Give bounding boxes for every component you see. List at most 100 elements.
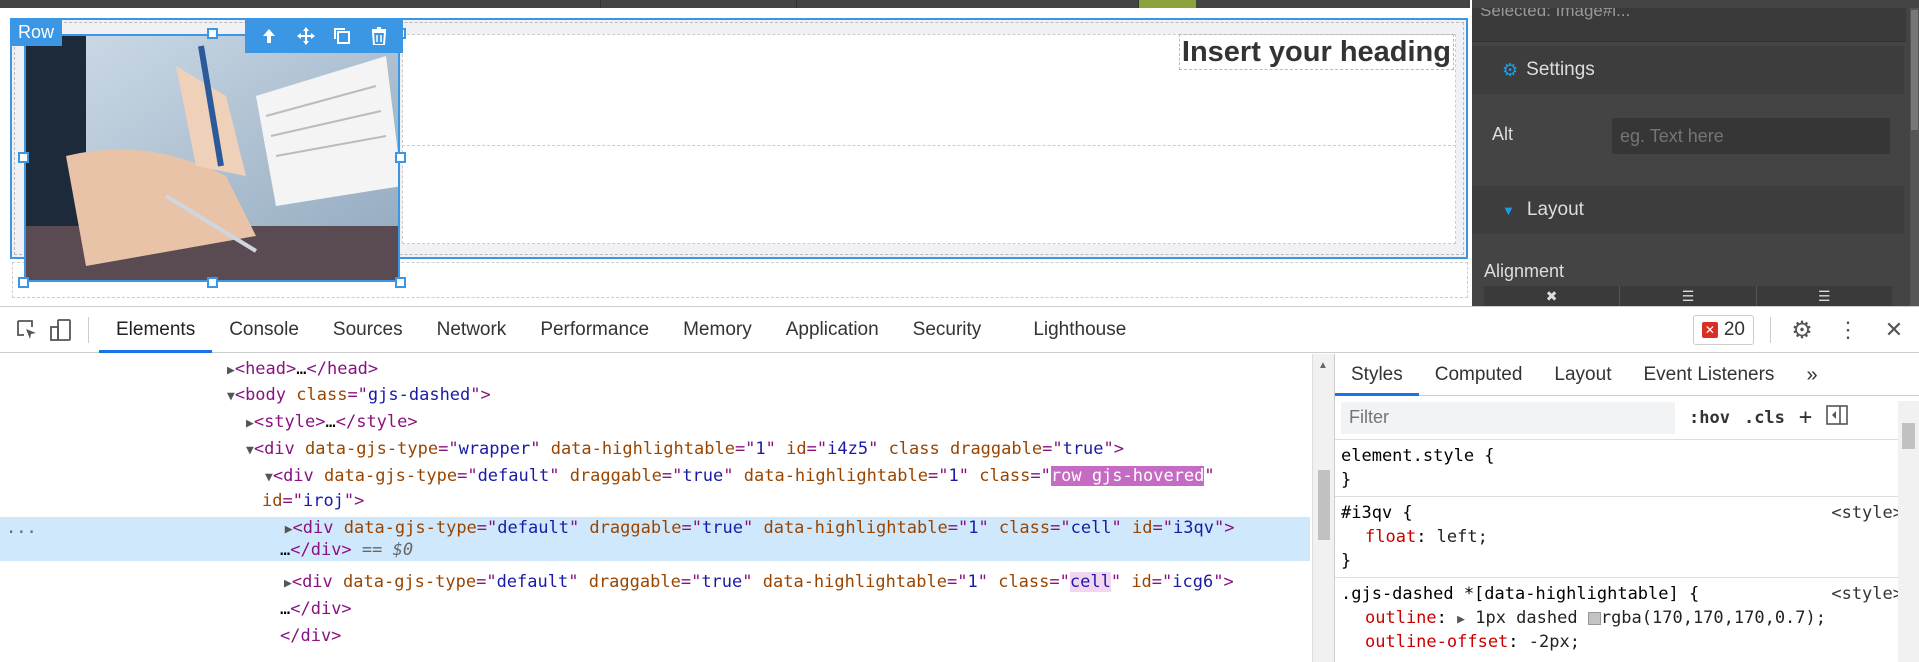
layout-title: Layout: [1526, 199, 1584, 220]
more-vert-icon[interactable]: ⋮: [1837, 317, 1859, 342]
css-property[interactable]: outline-offset: [1365, 632, 1509, 652]
dom-node-cell-i3qv[interactable]: ...▶<div data-gjs-type="default" draggab…: [0, 517, 1310, 539]
resize-handle-mr[interactable]: [395, 152, 406, 163]
dom-node-row[interactable]: ▼<div data-gjs-type="default" draggable=…: [265, 466, 1215, 486]
tab-event-listeners[interactable]: Event Listeners: [1643, 363, 1775, 385]
gear-icon: ⚙: [1502, 59, 1519, 80]
dom-node-style[interactable]: ▶<style>…</style>: [246, 412, 418, 432]
caret-down-icon: ▼: [1502, 202, 1515, 218]
settings-section-header[interactable]: ⚙ Settings: [1472, 46, 1904, 94]
elements-tree: ▶<head>…</head> ▼<body class="gjs-dashed…: [0, 354, 1312, 662]
resize-handle-bl[interactable]: [18, 277, 29, 288]
devtools: Elements Console Sources Network Perform…: [0, 306, 1919, 662]
selected-node-marker: == $0: [361, 540, 414, 560]
tab-network[interactable]: Network: [436, 318, 507, 340]
heading-area[interactable]: [402, 34, 1456, 146]
right-divider: [1770, 317, 1771, 343]
css-value[interactable]: 1px dashed: [1475, 608, 1578, 628]
dom-node-cell-i3qv-close[interactable]: …</div> == $0: [0, 539, 1310, 561]
rule-selector: .gjs-dashed *[data-highlightable] {: [1341, 584, 1700, 604]
heading-text[interactable]: Insert your heading: [1178, 34, 1454, 70]
canvas-top-bar: [0, 0, 1470, 8]
css-property[interactable]: float: [1365, 527, 1417, 547]
rule-source-link[interactable]: <style>: [1831, 584, 1903, 604]
dom-node-row-close: </div>: [280, 626, 342, 646]
rule-selector: #i3qv {: [1341, 503, 1413, 523]
css-value[interactable]: left;: [1436, 527, 1488, 547]
dom-node-cell-icg6[interactable]: ▶<div data-gjs-type="default" draggable=…: [284, 572, 1234, 592]
row-badge: Row: [10, 18, 63, 46]
styles-filter-row: :hov .cls +: [1335, 396, 1919, 440]
rule-close: }: [1341, 551, 1352, 571]
rule-source-link[interactable]: <style>: [1831, 503, 1903, 523]
properties-panel: Selected: Image#i... ⚙ Settings Alt ▼ La…: [1472, 0, 1919, 306]
dom-node-cell-icg6-close: …</div>: [280, 599, 352, 619]
alignment-label: Alignment: [1484, 261, 1565, 281]
selected-image[interactable]: [24, 34, 400, 282]
tab-sources[interactable]: Sources: [332, 318, 403, 340]
move-icon[interactable]: [291, 21, 321, 51]
error-count: 20: [1723, 319, 1745, 340]
tab-application[interactable]: Application: [785, 318, 879, 340]
arrow-up-icon[interactable]: [254, 21, 284, 51]
tab-styles[interactable]: Styles: [1335, 354, 1419, 396]
resize-handle-tm[interactable]: [207, 28, 218, 39]
alt-label: Alt: [1492, 124, 1514, 144]
rule-selector: element.style {: [1341, 446, 1495, 466]
panel-selected-label: Selected: Image#i...: [1472, 8, 1906, 42]
tab-divider: [88, 316, 89, 343]
dom-node-row-id: id="iroj">: [262, 491, 365, 511]
dom-node-body[interactable]: ▼<body class="gjs-dashed">: [227, 385, 491, 405]
more-tabs-icon[interactable]: »: [1806, 363, 1818, 386]
row-dashed-outline: [14, 22, 1464, 255]
toggle-sidebar-icon[interactable]: [1826, 405, 1848, 430]
settings-title: Settings: [1526, 59, 1595, 80]
layout-section-header[interactable]: ▼ Layout: [1472, 186, 1904, 234]
cls-toggle[interactable]: .cls: [1743, 407, 1785, 428]
color-swatch[interactable]: [1587, 611, 1601, 625]
styles-filter-input[interactable]: [1341, 401, 1675, 434]
error-count-badge[interactable]: ✕ 20: [1692, 315, 1754, 345]
panel-scrollbar[interactable]: [1910, 8, 1919, 306]
align-right-button[interactable]: ☰: [1818, 288, 1831, 304]
tab-memory[interactable]: Memory: [683, 318, 752, 340]
rule-element-style[interactable]: element.style { }: [1335, 440, 1919, 497]
tab-layout[interactable]: Layout: [1554, 363, 1612, 385]
new-rule-icon[interactable]: +: [1798, 405, 1813, 430]
styles-pane: Styles Computed Layout Event Listeners »…: [1334, 354, 1919, 662]
css-value[interactable]: -2px;: [1528, 632, 1580, 652]
align-left-button[interactable]: ☰: [1620, 286, 1757, 306]
error-icon: ✕: [1701, 322, 1718, 338]
elements-scrollbar[interactable]: ▲: [1312, 354, 1334, 662]
tab-lighthouse[interactable]: Lighthouse: [1033, 318, 1127, 340]
close-icon[interactable]: ✕: [1884, 317, 1904, 342]
styles-scrollbar[interactable]: [1898, 401, 1919, 662]
rule-close: }: [1341, 470, 1352, 490]
tab-computed[interactable]: Computed: [1434, 363, 1523, 385]
hov-toggle[interactable]: :hov: [1689, 407, 1730, 428]
alt-input[interactable]: [1612, 118, 1890, 154]
device-toolbar-icon[interactable]: [44, 313, 78, 347]
dom-node-head[interactable]: ▶<head>…</head>: [227, 359, 379, 379]
align-none-button[interactable]: ✖: [1484, 286, 1621, 306]
clone-icon[interactable]: [327, 21, 357, 51]
alignment-buttons: ✖ ☰ ☰: [1484, 286, 1892, 306]
resize-handle-bm[interactable]: [207, 277, 218, 288]
tab-security[interactable]: Security: [912, 318, 982, 340]
tab-elements[interactable]: Elements: [99, 307, 213, 353]
trash-icon[interactable]: [364, 21, 394, 51]
resize-handle-br[interactable]: [395, 277, 406, 288]
css-property[interactable]: outline: [1365, 608, 1437, 628]
inspect-element-icon[interactable]: [10, 313, 44, 347]
editor-canvas[interactable]: Insert your heading: [0, 0, 1470, 306]
devtools-tab-bar: Elements Console Sources Network Perform…: [0, 307, 1919, 353]
rule-gjs-dashed[interactable]: .gjs-dashed *[data-highlightable] { <styl…: [1341, 584, 1903, 652]
resize-handle-ml[interactable]: [18, 152, 29, 163]
gear-icon[interactable]: ⚙: [1791, 316, 1813, 344]
dom-node-wrapper[interactable]: ▼<div data-gjs-type="wrapper" data-highl…: [246, 439, 1125, 459]
tab-performance[interactable]: Performance: [540, 318, 650, 340]
css-value-color[interactable]: rgba(170,170,170,0.7);: [1600, 608, 1826, 628]
wrapper-dashed-outline: [12, 262, 1468, 298]
tab-console[interactable]: Console: [229, 318, 299, 340]
rule-i3qv[interactable]: #i3qv {<style> float: left; }: [1335, 497, 1919, 578]
